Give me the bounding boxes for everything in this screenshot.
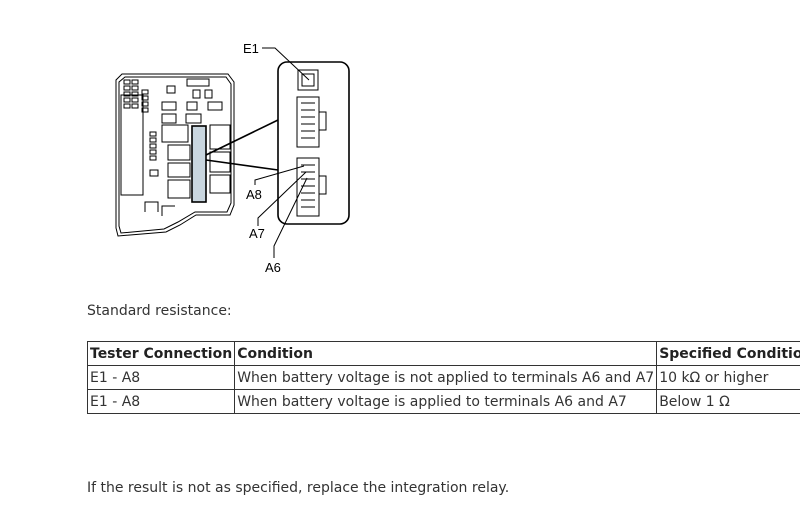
- header-condition: Condition: [234, 341, 658, 366]
- resistance-spec-table: Tester Connection Condition Specified Co…: [86, 341, 800, 414]
- cell-condition: When battery voltage is not applied to t…: [234, 365, 658, 390]
- label-a6: A6: [265, 260, 281, 275]
- header-tester-connection: Tester Connection: [86, 341, 236, 366]
- zoom-lines: [205, 119, 279, 171]
- label-a7: A7: [249, 226, 265, 241]
- cell-specified-condition: Below 1 Ω: [656, 389, 800, 414]
- label-e1: E1: [243, 41, 259, 56]
- cell-condition: When battery voltage is applied to termi…: [234, 389, 658, 414]
- cell-specified-condition: 10 kΩ or higher: [656, 365, 800, 390]
- cell-tester-connection: E1 - A8: [86, 365, 236, 390]
- replace-relay-instruction: If the result is not as specified, repla…: [87, 480, 510, 496]
- relay-connector-diagram: E1 A8 A7 A6: [115, 41, 350, 275]
- table-row: E1 - A8 When battery voltage is not appl…: [86, 365, 800, 390]
- table-header-row: Tester Connection Condition Specified Co…: [86, 341, 800, 366]
- relay-body-inner-outline: [118, 76, 232, 234]
- connector-outline: [277, 61, 350, 225]
- table-row: E1 - A8 When battery voltage is applied …: [86, 389, 800, 414]
- integration-relay: [191, 125, 207, 203]
- header-specified-condition: Specified Condition: [656, 341, 800, 366]
- cell-tester-connection: E1 - A8: [86, 389, 236, 414]
- callout-leaders: [254, 47, 310, 258]
- standard-resistance-heading: Standard resistance:: [87, 303, 232, 319]
- relay-body-outline: [115, 73, 235, 237]
- label-a8: A8: [246, 187, 262, 202]
- small-fuse-array: [123, 79, 157, 161]
